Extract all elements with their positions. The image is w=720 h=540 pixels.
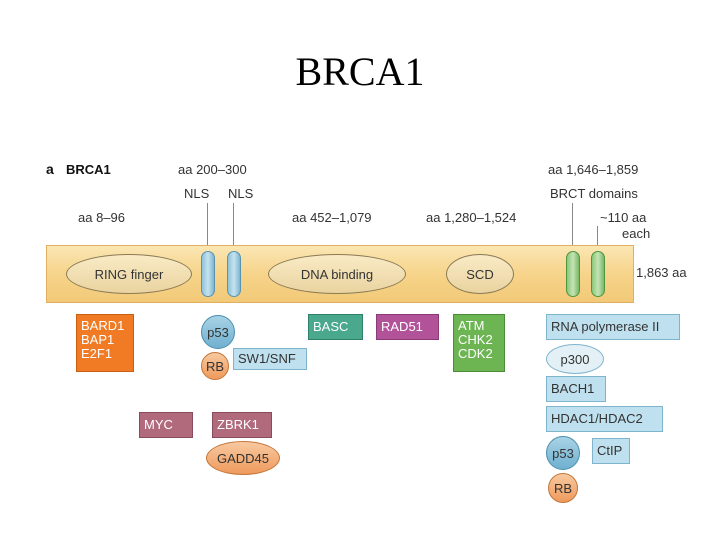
- rna-polymerase-box: RNA polymerase II: [546, 314, 680, 340]
- brct-domains-label: BRCT domains: [550, 186, 638, 201]
- e2f1-label: E2F1: [81, 346, 113, 361]
- nls-pill-1: [201, 251, 215, 297]
- hdac-box: HDAC1/HDAC2: [546, 406, 663, 432]
- rna-polymerase-label: RNA polymerase II: [551, 319, 660, 334]
- dna-binding-domain: DNA binding: [268, 254, 406, 294]
- myc-box: MYC: [139, 412, 193, 438]
- myc-label: MYC: [144, 417, 173, 432]
- chk2-label: CHK2: [458, 332, 493, 347]
- nls-pill-2: [227, 251, 241, 297]
- aa-452-1079-label: aa 452–1,079: [292, 210, 372, 225]
- bach1-box: BACH1: [546, 376, 606, 402]
- cdk2-label: CDK2: [458, 346, 493, 361]
- bard1-label: BARD1: [81, 318, 125, 333]
- bap1-label: BAP1: [81, 332, 115, 347]
- zbrk1-box: ZBRK1: [212, 412, 272, 438]
- brct-stem-2: [597, 226, 598, 251]
- nls-stem-2: [233, 203, 234, 251]
- ctip-label: CtIP: [597, 443, 623, 458]
- p53-left-label: p53: [207, 324, 229, 340]
- basc-label: BASC: [313, 319, 349, 334]
- dna-binding-label: DNA binding: [300, 266, 374, 282]
- nls-stem-1: [207, 203, 208, 251]
- brct-size-label: ~110 aa: [600, 210, 647, 225]
- ring-finger-domain: RING finger: [66, 254, 192, 294]
- scd-domain: SCD: [446, 254, 514, 294]
- atm-group-box: ATM CHK2 CDK2: [453, 314, 505, 372]
- p53-right-circle: p53: [546, 436, 580, 470]
- scd-label: SCD: [466, 266, 494, 282]
- ctip-box: CtIP: [592, 438, 630, 464]
- rb-right-circle: RB: [548, 473, 578, 503]
- basc-box: BASC: [308, 314, 363, 340]
- brct-pill-1: [566, 251, 580, 297]
- slide-title: BRCA1: [295, 49, 425, 94]
- protein-name: BRCA1: [66, 162, 111, 177]
- p300-label: p300: [560, 351, 590, 367]
- nls-label-2: NLS: [228, 186, 254, 201]
- bard1-group-box: BARD1 BAP1 E2F1: [76, 314, 134, 372]
- rad51-label: RAD51: [381, 319, 423, 334]
- panel-letter: a: [46, 161, 54, 177]
- gadd45-label: GADD45: [216, 450, 270, 466]
- swi-snf-label: SW1/SNF: [238, 351, 296, 366]
- ring-finger-label: RING finger: [94, 266, 164, 282]
- aa-1280-1524-label: aa 1,280–1,524: [426, 210, 517, 225]
- protein-length-label: 1,863 aa: [636, 265, 687, 280]
- brct-stem-1: [572, 203, 573, 251]
- brct-each-label: each: [622, 226, 651, 241]
- rb-left-label: RB: [205, 358, 225, 374]
- aa-1646-1859-label: aa 1,646–1,859: [548, 162, 639, 177]
- aa-8-96-label: aa 8–96: [78, 210, 125, 225]
- brct-pill-2: [591, 251, 605, 297]
- atm-label: ATM: [458, 318, 485, 333]
- rb-left-circle: RB: [201, 352, 229, 380]
- zbrk1-label: ZBRK1: [217, 417, 259, 432]
- p53-right-label: p53: [552, 445, 574, 461]
- p300-ellipse: p300: [546, 344, 604, 374]
- aa-200-300-label: aa 200–300: [178, 162, 247, 177]
- bach1-label: BACH1: [551, 381, 595, 396]
- p53-left-circle: p53: [201, 315, 235, 349]
- hdac-label: HDAC1/HDAC2: [551, 411, 643, 426]
- gadd45-ellipse: GADD45: [206, 441, 280, 475]
- rb-right-label: RB: [553, 480, 573, 496]
- nls-label-1: NLS: [184, 186, 210, 201]
- swi-snf-box: SW1/SNF: [233, 348, 307, 370]
- rad51-box: RAD51: [376, 314, 439, 340]
